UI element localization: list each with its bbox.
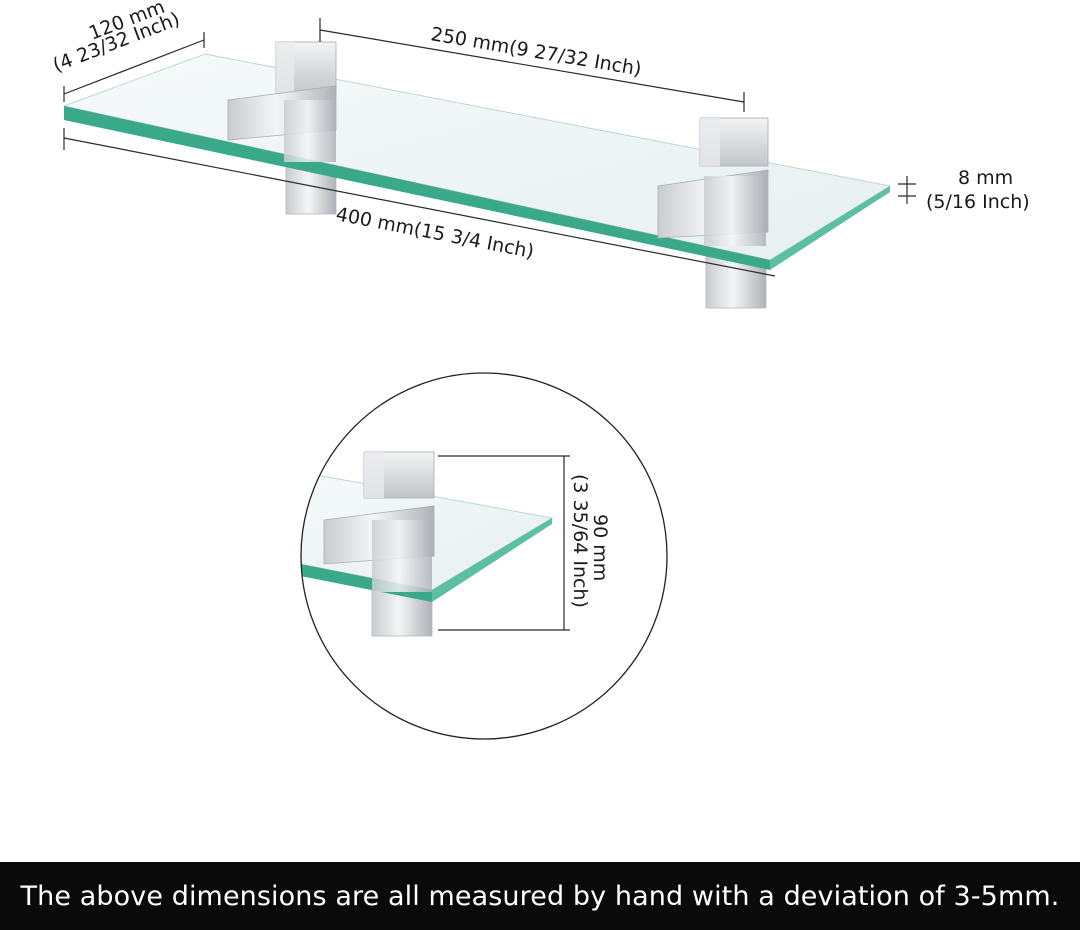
measurement-note: The above dimensions are all measured by… [20,880,1060,912]
bracket-height-dimension: 90 mm (3 35/64 Inch) [438,455,611,631]
bracket-left [227,41,337,162]
bracket-height-inch-label: (3 35/64 Inch) [569,474,591,608]
thickness-dimension: 8 mm (5/16 Inch) [898,167,1030,213]
main-shelf [62,41,892,309]
thickness-mm-label: 8 mm [958,167,1013,189]
footer-banner: The above dimensions are all measured by… [0,862,1080,930]
shelf-dimension-diagram: 120 mm (4 23/32 Inch) 250 mm(9 27/32 Inc… [50,0,1030,740]
detail-circle [300,372,668,740]
glass-shelf-edge [64,106,770,270]
thickness-inch-label: (5/16 Inch) [926,191,1030,213]
bracket-spacing-label: 250 mm(9 27/32 Inch) [429,23,643,80]
glass-shelf-side-edge [770,186,890,270]
detail-circle-outline [300,372,668,740]
bracket-right [657,117,769,246]
bracket-height-mm-label: 90 mm [589,514,611,581]
